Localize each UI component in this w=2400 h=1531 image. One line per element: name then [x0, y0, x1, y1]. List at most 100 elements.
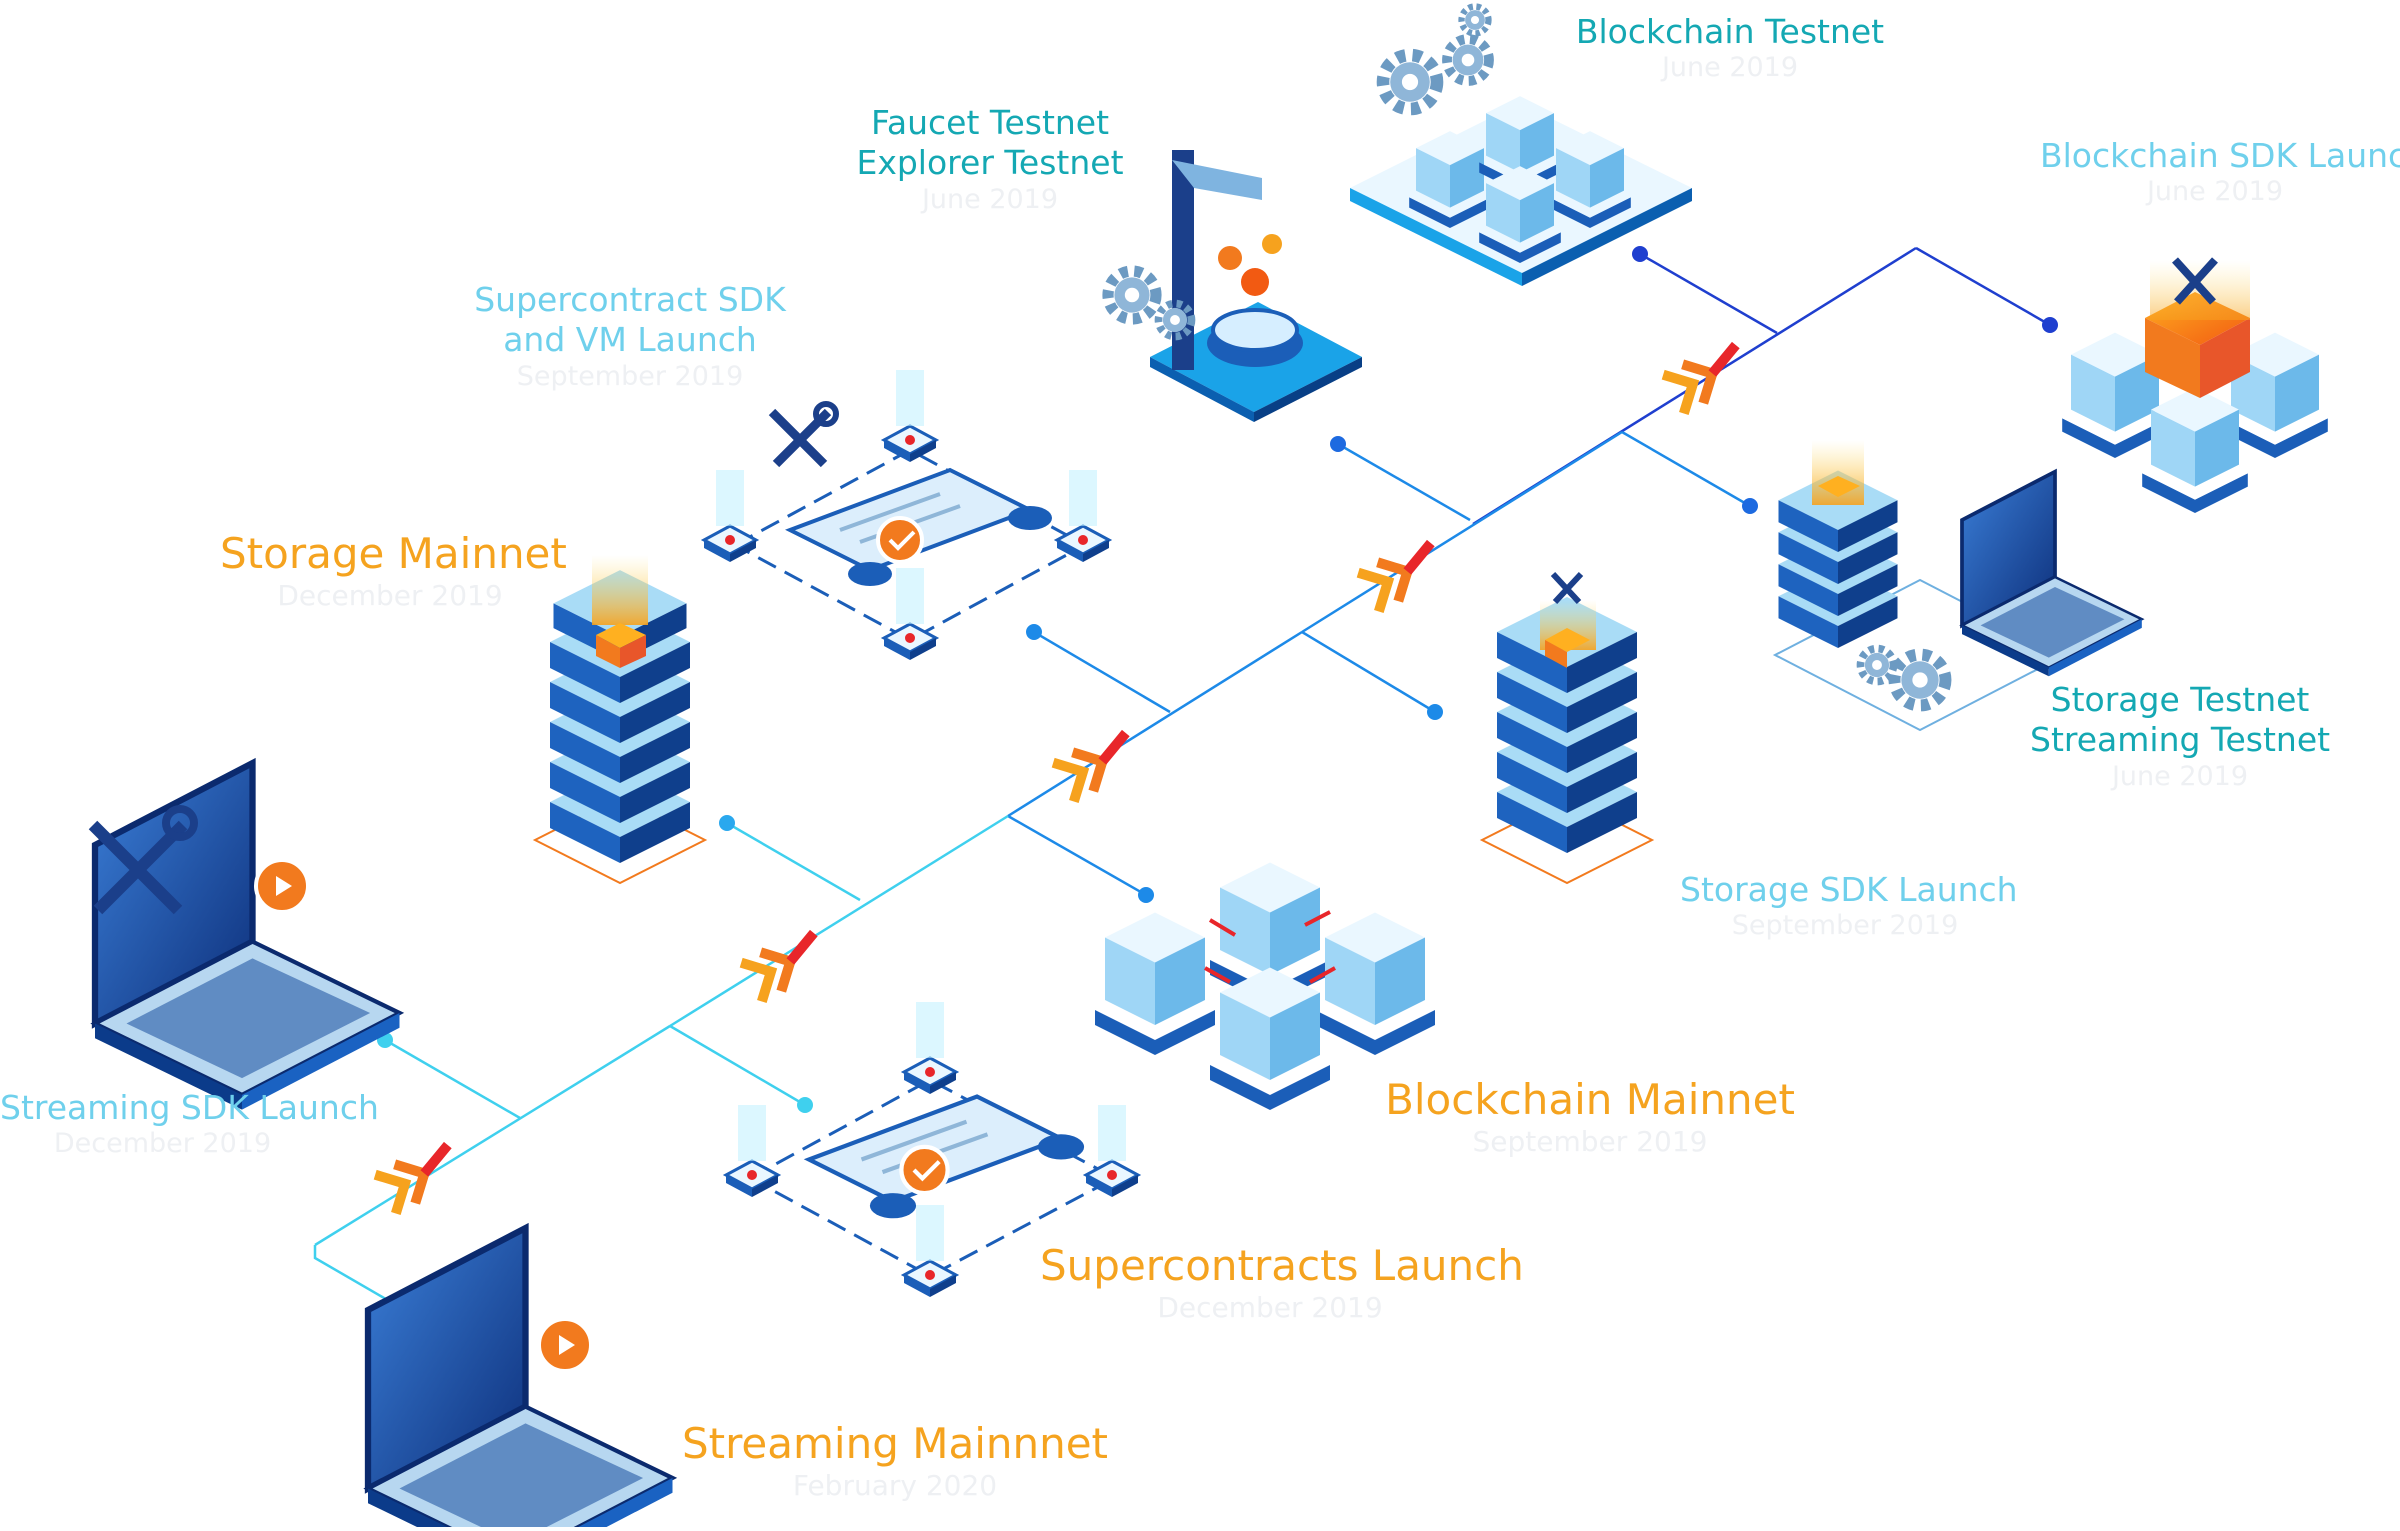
connector-storage-sdk	[1301, 630, 1436, 714]
cube-icon	[1095, 912, 1215, 1055]
milestone-title: Faucet Testnet	[870, 103, 1110, 142]
milestone-storage-streaming-testnet: Storage Testnet Streaming Testnet June 2…	[2030, 680, 2330, 793]
milestone-title: Streaming SDK Launch	[0, 1088, 379, 1127]
node-icon	[882, 368, 938, 464]
connector-storage-testnet	[1621, 430, 1751, 508]
milestone-title: Blockchain Testnet	[1575, 12, 1885, 51]
main-axis-light	[669, 814, 1009, 1028]
storage-mainnet-illustration	[532, 555, 708, 885]
gear-icon	[1895, 655, 1946, 706]
milestone-blockchain-sdk: Blockchain SDK Launch June 2019	[2040, 136, 2400, 209]
dot-blockchain-testnet	[1632, 246, 1648, 262]
milestone-date: June 2019	[2146, 176, 2284, 208]
node-icon	[702, 468, 758, 564]
blockchain-testnet-illustration	[1350, 6, 1692, 286]
dot-supercontracts-launch	[797, 1097, 813, 1113]
connector-streaming-sdk	[384, 1038, 521, 1120]
supercontract-sdk-illustration	[702, 368, 1111, 662]
milestone-blockchain-mainnet: Blockchain Mainnet September 2019	[1380, 1074, 1800, 1159]
chevron-arrow-icon	[1663, 338, 1753, 413]
gear-icon	[1383, 55, 1437, 109]
milestone-date: September 2019	[1472, 1125, 1708, 1159]
milestone-title: Explorer Testnet	[856, 143, 1124, 183]
chevron-arrow-icon	[741, 926, 831, 1001]
dot-storage-mainnet	[719, 815, 735, 831]
laptop-icon	[368, 1228, 673, 1527]
connector-supercontracts-launch	[669, 1024, 806, 1107]
dot-storage-testnet	[1742, 498, 1758, 514]
milestone-title: and VM Launch	[503, 320, 757, 360]
storage-sdk-illustration	[1479, 571, 1655, 885]
cube-icon	[1210, 967, 1330, 1110]
node-icon	[1055, 468, 1111, 564]
streaming-sdk-illustration	[88, 763, 400, 1110]
milestone-title: Streaming Testnet	[2030, 720, 2331, 760]
cube-icon	[2142, 387, 2248, 513]
milestone-date: February 2020	[792, 1469, 998, 1503]
wrench-hammer-icon	[88, 805, 198, 915]
milestone-streaming-sdk: Streaming SDK Launch December 2019	[0, 1088, 379, 1161]
milestone-streaming-mainnet: Streaming Mainnnet February 2020	[680, 1418, 1110, 1503]
scroll-document-icon	[809, 1097, 1084, 1219]
storage-streaming-testnet-illustration	[1772, 440, 2144, 732]
connector-faucet	[1337, 442, 1471, 522]
node-icon	[724, 1103, 780, 1199]
main-axis-mid-2	[1007, 630, 1303, 818]
milestone-date: December 2019	[277, 579, 503, 613]
connector-supercontract-sdk	[1033, 630, 1171, 714]
wrench-hammer-icon	[1550, 571, 1584, 605]
node-icon	[1084, 1103, 1140, 1199]
milestone-title: Blockchain Mainnet	[1385, 1075, 1795, 1124]
milestone-title: Streaming Mainnnet	[681, 1419, 1109, 1468]
connector-storage-mainnet	[726, 821, 861, 902]
supercontracts-launch-illustration	[724, 1000, 1140, 1299]
gear-icon	[1462, 6, 1489, 33]
connector-blockchain-testnet	[1639, 252, 1778, 335]
milestone-date: December 2019	[53, 1128, 272, 1160]
connector-blockchain-mainnet	[1007, 814, 1147, 897]
blockchain-mainnet-illustration	[1095, 862, 1435, 1110]
milestone-supercontracts-launch: Supercontracts Launch December 2019	[1040, 1240, 1524, 1325]
blockchain-sdk-illustration	[2062, 257, 2328, 513]
milestone-title: Supercontract SDK	[474, 280, 786, 319]
milestone-supercontract-sdk: Supercontract SDK and VM Launch Septembe…	[470, 280, 790, 393]
milestone-blockchain-testnet: Blockchain Testnet June 2019	[1560, 12, 1900, 85]
milestone-date: September 2019	[516, 360, 744, 392]
node-icon	[882, 566, 938, 662]
milestone-title: Supercontracts Launch	[1040, 1241, 1524, 1290]
milestone-faucet-explorer: Faucet Testnet Explorer Testnet June 201…	[840, 103, 1140, 216]
dot-storage-sdk	[1427, 704, 1443, 720]
chevron-arrow-icon	[1358, 536, 1448, 611]
gear-icon	[1108, 271, 1156, 319]
milestone-storage-sdk: Storage SDK Launch September 2019	[1680, 870, 2018, 943]
wrench-hammer-icon	[2172, 257, 2218, 305]
dot-blockchain-mainnet	[1138, 887, 1154, 903]
main-axis-mid	[1301, 430, 1623, 634]
milestone-date: September 2019	[1731, 910, 1959, 942]
node-icon	[902, 1000, 958, 1096]
gear-icon	[1447, 39, 1489, 81]
milestone-storage-mainnet: Storage Mainnet December 2019	[220, 528, 567, 613]
milestone-date: December 2019	[1157, 1291, 1383, 1325]
milestone-title: Storage Testnet	[2050, 680, 2310, 719]
main-axis-light-2	[314, 1024, 671, 1247]
cube-icon	[1315, 912, 1435, 1055]
dot-faucet	[1330, 436, 1346, 452]
laptop-icon	[95, 763, 400, 1110]
connector-dots	[377, 246, 2058, 1343]
chevron-arrow-icon	[375, 1138, 465, 1213]
milestone-date: June 2019	[1661, 52, 1799, 84]
chevron-arrow-icon	[1053, 726, 1143, 801]
connector-lines	[313, 246, 2051, 1337]
dot-blockchain-sdk	[2042, 317, 2058, 333]
gear-icon	[1159, 304, 1192, 337]
faucet-illustration	[1108, 150, 1362, 422]
dot-supercontract-sdk	[1026, 624, 1042, 640]
milestone-date: June 2019	[921, 183, 1059, 215]
wrench-hammer-icon	[768, 401, 839, 468]
milestone-title: Storage Mainnet	[220, 529, 567, 578]
laptop-icon	[1960, 469, 2144, 679]
gear-icon	[1861, 649, 1894, 682]
